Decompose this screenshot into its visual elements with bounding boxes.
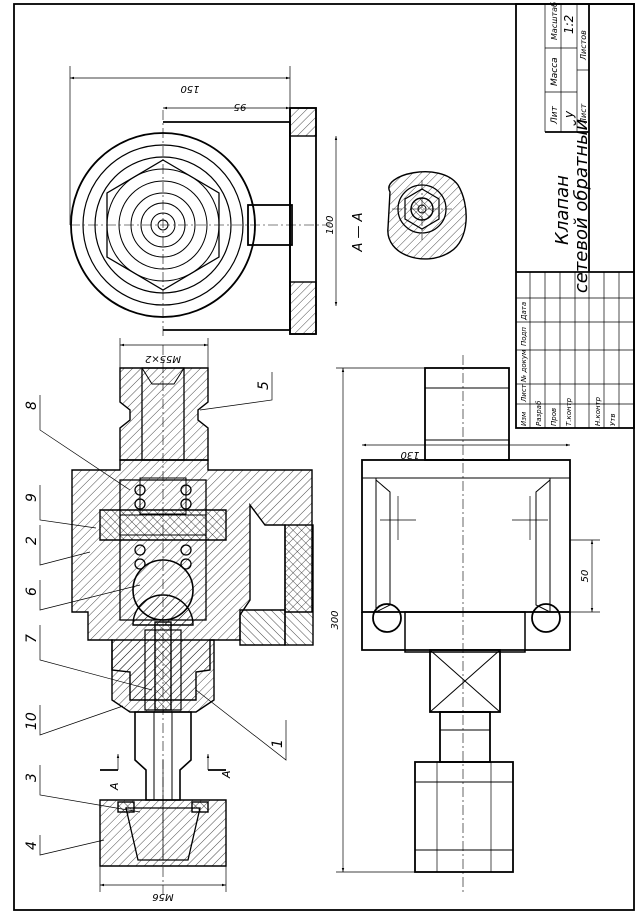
- header-scale: Масштаб: [550, 2, 559, 40]
- callout-6: 6: [24, 587, 40, 596]
- callout-9: 9: [24, 493, 40, 502]
- role-tkontr: Т.контр: [565, 397, 573, 426]
- role-prov: Пров: [550, 408, 558, 426]
- callout-1: 1: [270, 739, 286, 748]
- cut-mark-a-right: А: [220, 770, 233, 779]
- header-mass: Масса: [550, 57, 560, 86]
- title-block: Клапан сетевой обратный Лит Масса Масшта…: [515, 2, 635, 429]
- sheets-label: Листов: [579, 30, 588, 61]
- section-a-a: А — А: [351, 171, 467, 260]
- longitudinal-section: M55×2 M56 А А: [71, 338, 314, 902]
- sheet-label: Лист: [579, 103, 588, 125]
- role-razrab: Разраб: [535, 400, 543, 426]
- header-lit: Лит: [550, 105, 560, 125]
- callout-3: 3: [24, 773, 40, 782]
- dim-thread-bottom: M56: [152, 891, 173, 902]
- callout-2: 2: [24, 536, 40, 545]
- callout-8: 8: [24, 401, 40, 410]
- title-text-2: сетевой обратный: [571, 119, 592, 294]
- cut-mark-a-left: А: [108, 782, 121, 791]
- callout-numbers: 8 9 2 6 7 10 3 4 5 1: [24, 381, 286, 850]
- dim-100: 100: [325, 215, 336, 234]
- callout-7: 7: [24, 634, 40, 643]
- dim-130: 130: [400, 449, 419, 460]
- dim-300: 300: [330, 610, 341, 629]
- callout-10: 10: [24, 712, 40, 730]
- col-sign: Подп: [520, 327, 528, 346]
- side-view: 130 300 50: [330, 355, 600, 895]
- scale-value: 1:2: [562, 15, 576, 34]
- lit-value: у: [562, 110, 576, 119]
- title-text-1: Клапан: [552, 175, 573, 245]
- role-nkontr: Н.контр: [594, 396, 602, 426]
- role-utv: Утв: [609, 414, 617, 426]
- col-list: Лист: [520, 383, 528, 403]
- col-date: Дата: [520, 302, 528, 321]
- dim-50: 50: [580, 570, 591, 583]
- col-doc: № докум: [520, 349, 528, 383]
- dim-95: 95: [234, 101, 247, 112]
- col-izm: Изм: [520, 411, 528, 426]
- callout-5: 5: [256, 381, 272, 390]
- callout-4: 4: [24, 841, 40, 850]
- dim-150: 150: [180, 83, 199, 94]
- callout-leaders: [39, 372, 287, 856]
- section-title: А — А: [351, 212, 366, 252]
- top-view: 150 95 100: [69, 66, 338, 338]
- sheet-frame: [13, 3, 635, 911]
- dim-thread-top: M55×2: [145, 353, 181, 364]
